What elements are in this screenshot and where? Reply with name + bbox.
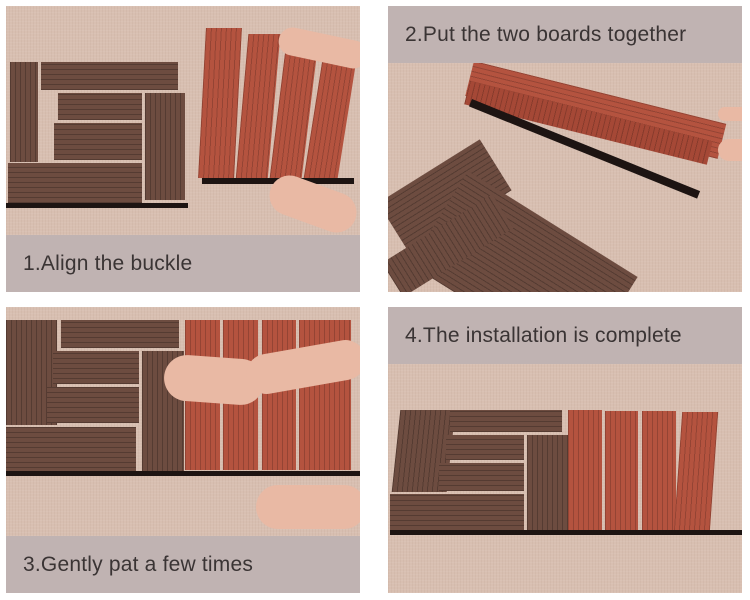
step-3-photo [6, 307, 360, 536]
red-tile-board [262, 320, 296, 470]
brown-tile-board [41, 62, 178, 90]
red-tile-board [568, 410, 602, 530]
step-1-panel: 1.Align the buckle [6, 6, 360, 292]
brown-tile-board [439, 463, 524, 491]
brown-tile-board [527, 435, 569, 531]
hand [718, 139, 742, 161]
brown-tile-board [61, 320, 179, 348]
brown-tile-board [390, 494, 524, 531]
step-4-caption: 4.The installation is complete [388, 307, 742, 364]
step-4-panel: 4.The installation is complete [388, 307, 742, 593]
red-tile-board [605, 411, 638, 531]
brown-tile-board [58, 93, 142, 120]
brown-tile-board [53, 351, 139, 384]
step-2-caption: 2.Put the two boards together [388, 6, 742, 63]
brown-tile-board [8, 163, 142, 203]
red-tile-board [673, 412, 719, 532]
step-2-panel: 2.Put the two boards together [388, 6, 742, 292]
step-2-photo [388, 63, 742, 292]
step-4-photo [388, 364, 742, 593]
brown-tile-board [54, 123, 142, 160]
hand [718, 107, 742, 121]
brown-tile-board [450, 410, 562, 432]
step-1-photo [6, 6, 360, 235]
brown-tile-board [145, 93, 185, 200]
brown-tile-board [47, 387, 139, 423]
brown-tile-board [10, 62, 38, 162]
red-tile-board [198, 28, 242, 178]
step-3-caption: 3.Gently pat a few times [6, 536, 360, 593]
step-1-caption: 1.Align the buckle [6, 235, 360, 292]
red-tile-board [642, 411, 676, 531]
step-3-panel: 3.Gently pat a few times [6, 307, 360, 593]
brown-tile-board [6, 427, 136, 473]
brown-tile-board [6, 320, 57, 425]
brown-tile-board [446, 435, 524, 460]
hand [256, 485, 360, 529]
